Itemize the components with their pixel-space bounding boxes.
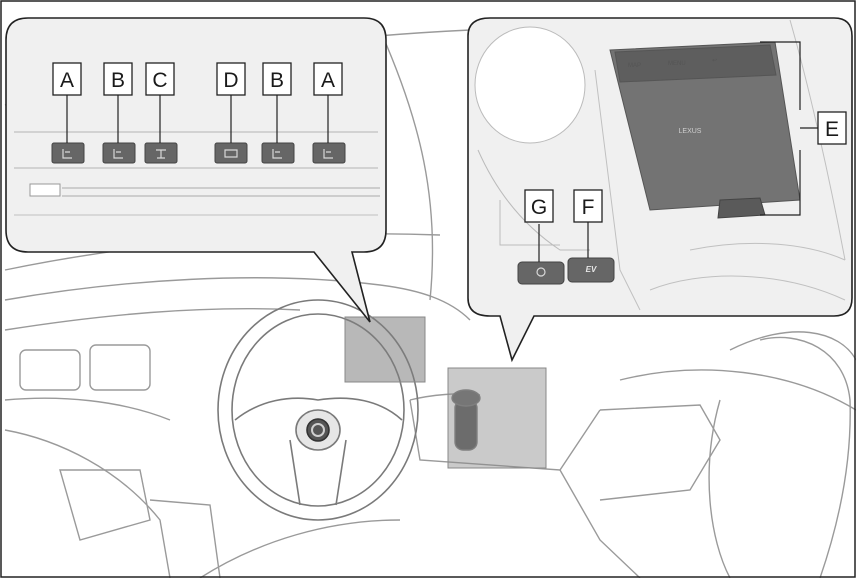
touchpad-panel: MAP MENU ↩ LEXUS EV xyxy=(468,18,852,360)
callout-A-right-text: A xyxy=(321,69,335,92)
ev-button-label: EV xyxy=(586,265,597,274)
callout-C: C xyxy=(146,63,174,95)
callout-A-right: A xyxy=(314,63,342,95)
touchpad-brand-label: LEXUS xyxy=(679,128,702,135)
callout-A-left-text: A xyxy=(60,69,74,92)
callout-D: D xyxy=(217,63,245,95)
button-G xyxy=(518,262,564,284)
switch-button-B-right xyxy=(262,143,294,163)
switch-button-A-right xyxy=(313,143,345,163)
callout-B-right-text: B xyxy=(270,69,284,92)
touchpad-map-label: MAP xyxy=(628,63,641,69)
callout-B-left: B xyxy=(104,63,132,95)
callout-B-right: B xyxy=(263,63,291,95)
callout-D-text: D xyxy=(223,69,238,92)
callout-F-text: F xyxy=(582,196,595,219)
touchpad-menu-label: MENU xyxy=(668,61,686,67)
switch-button-B-left xyxy=(103,143,135,163)
callout-G-text: G xyxy=(531,196,547,219)
callout-G: G xyxy=(525,190,553,222)
callout-E-text: E xyxy=(825,118,839,141)
callout-B-left-text: B xyxy=(111,69,125,92)
touchpad-back-label: ↩ xyxy=(712,58,717,64)
callout-F: F xyxy=(574,190,602,222)
switch-button-A-left xyxy=(52,143,84,163)
switch-button-D xyxy=(215,143,247,163)
callout-E: E xyxy=(818,112,846,144)
callout-C-text: C xyxy=(152,69,167,92)
highlight-area-center-console xyxy=(448,368,546,468)
knob xyxy=(475,27,585,143)
highlight-area-dash-switches xyxy=(345,317,425,382)
callout-A-left: A xyxy=(53,63,81,95)
